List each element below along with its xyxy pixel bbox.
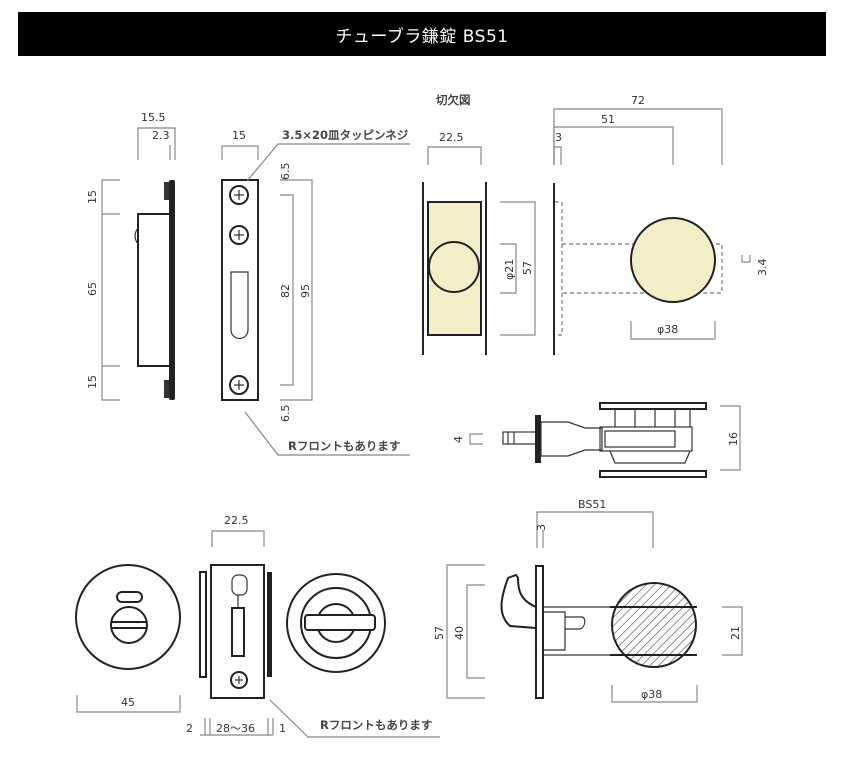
dim-top-offset: 6.5 — [279, 163, 292, 181]
dim-height-outer: 57 — [433, 626, 446, 640]
page-title: チューブラ鎌錠 BS51 — [335, 26, 509, 47]
screw-icon — [229, 185, 249, 205]
r-front-note-bottom: Rフロントもあります — [320, 718, 432, 732]
side-view: 72 51 3 φ38 3.4 — [553, 94, 769, 355]
cutout-label: 切欠図 — [436, 93, 471, 107]
dim-right-gap: 1 — [279, 722, 286, 735]
section-view: BS51 3 57 40 21 φ38 — [433, 498, 743, 703]
dim-plate-thickness: 2.3 — [152, 129, 170, 142]
dim-door-thickness: 28〜36 — [216, 722, 255, 735]
dim-spindle: 4 — [452, 436, 465, 443]
dim-backset: 51 — [601, 113, 615, 126]
strike-side-view: 15.5 2.3 15 65 15 — [86, 111, 176, 401]
dim-section-plate: 3 — [535, 524, 548, 531]
screw-icon — [229, 375, 249, 395]
dim-front-width: 15 — [232, 129, 246, 142]
dim-case-width: 22.5 — [224, 514, 249, 527]
dim-height: 95 — [299, 284, 312, 298]
title-bar: チューブラ鎌錠 BS51 — [18, 12, 826, 56]
dim-left-gap: 2 — [186, 722, 193, 735]
dim-thickness: 3.4 — [756, 259, 769, 277]
thumbturn-view: 45 — [75, 564, 181, 713]
screw-icon — [229, 225, 249, 245]
dim-section-knob-dia: φ38 — [641, 688, 662, 701]
strike-front-view: 15 3.5×20皿タッピンネジ 6.5 82 95 6.5 Rフロントもありま… — [221, 128, 410, 456]
dim-bs51: BS51 — [578, 498, 606, 511]
dim-strike-width: 15.5 — [141, 111, 166, 124]
dim-thumbturn-dia: 45 — [121, 696, 135, 709]
top-view: 4 16 — [452, 402, 741, 478]
r-front-note: Rフロントもあります — [288, 439, 400, 453]
dim-bottom: 15 — [86, 375, 99, 389]
dim-plate: 3 — [555, 131, 562, 144]
dim-middle: 65 — [86, 282, 99, 296]
dim-screw-pitch: 82 — [279, 284, 292, 298]
dim-hole: φ21 — [503, 259, 516, 280]
screw-note: 3.5×20皿タッピンネジ — [282, 128, 409, 142]
screw-icon — [230, 671, 248, 689]
dim-total: 72 — [631, 94, 645, 107]
dim-knob-dia: φ38 — [657, 323, 678, 336]
dim-cutout-width: 22.5 — [439, 131, 464, 144]
dim-bottom-offset: 6.5 — [279, 405, 292, 423]
case-front-view: 22.5 2 28〜36 1 Rフロントもあります — [186, 514, 440, 738]
dim-height: 16 — [727, 432, 740, 446]
dim-cutout-height: 57 — [521, 261, 534, 275]
dim-height-inner: 40 — [453, 626, 466, 640]
dim-shaft: 21 — [729, 626, 742, 640]
cutout-view: 切欠図 22.5 φ21 57 — [422, 93, 536, 355]
lever-knob-view — [286, 573, 386, 673]
dim-top: 15 — [86, 190, 99, 204]
